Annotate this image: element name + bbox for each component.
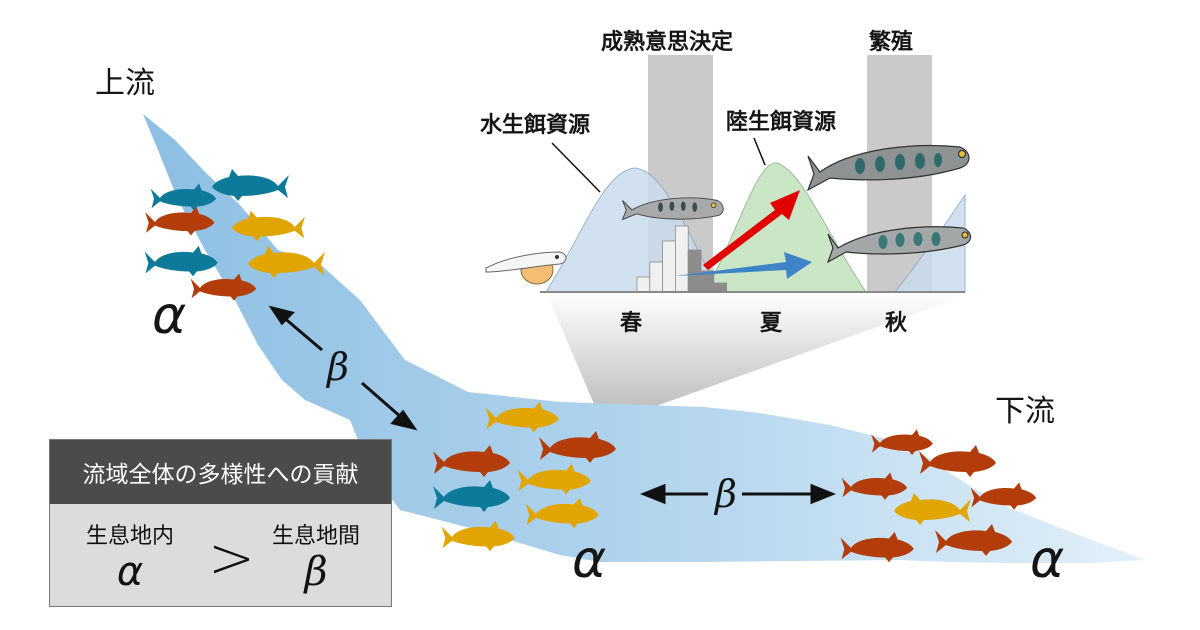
between-habitat-label: 生息地間 [271,524,360,549]
downstream-label: 下流 [995,394,1055,429]
larva-icon [485,251,567,285]
histogram-bar [713,282,727,293]
alpha-downstream-label: α [1030,530,1065,590]
greater-than-sign: > [208,526,255,591]
small-parr-fish-icon [826,226,972,264]
alpha-upstream-label: α [152,286,187,346]
beta-arrow-upper [268,305,418,431]
seasonal-inset [485,55,972,293]
histogram-bar [649,261,663,293]
season-autumn: 秋 [885,311,908,336]
beta-arrow-lower [639,483,837,505]
upstream-label: 上流 [95,66,155,101]
histogram-bar [687,249,702,293]
between-habitat-symbol: β [304,549,328,595]
size-histogram [636,225,727,293]
diversity-contribution-box: 流域全体の多様性への貢献 生息地内 α > 生息地間 β [49,439,392,607]
red-growth-arrow [703,190,800,270]
season-summer: 夏 [760,311,783,336]
decision-band-label: 成熟意思決定 [601,30,734,55]
terrestrial-leader-line [753,137,766,166]
large-parr-fish-icon [806,145,970,192]
beta-lower-label: β [715,472,737,516]
zoom-funnel [546,292,975,425]
within-habitat: 生息地内 α [70,518,190,592]
river [143,114,1145,563]
histogram-bar [636,276,651,293]
aquatic-food-label: 水生餌資源 [480,113,591,138]
season-spring: 春 [620,311,643,336]
blue-growth-arrow [675,252,812,279]
aquatic-leader-line [551,142,601,193]
juvenile-fish-icon [621,197,724,221]
within-habitat-label: 生息地内 [85,524,174,549]
histogram-bar [662,240,676,293]
terrestrial-food-label: 陸生餌資源 [726,110,837,135]
beta-upper-label: β [327,345,349,389]
box-title: 流域全体の多様性への貢献 [50,440,391,504]
between-habitat: 生息地間 β [256,518,376,592]
breeding-band-label: 繁殖 [869,30,914,55]
alpha-midstream-label: α [572,530,607,590]
histogram-bar [675,225,689,293]
within-habitat-symbol: α [116,549,144,595]
